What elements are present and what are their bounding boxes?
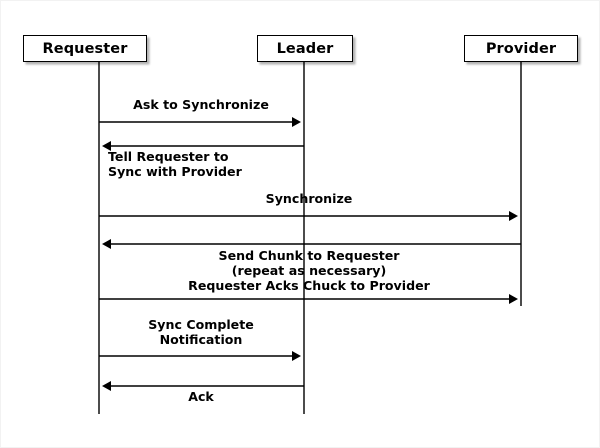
arrowhead-3 (509, 211, 518, 221)
arrowhead-4 (102, 239, 111, 249)
message-label-line: Synchronize (265, 191, 353, 206)
lifelines-layer (98, 62, 522, 414)
participant-label-requester: Requester (42, 40, 128, 57)
message-label-line: Sync Complete (148, 317, 254, 332)
message-label-line: Ack (188, 389, 214, 404)
message-arrow-6[interactable] (99, 351, 301, 361)
arrows-layer (99, 117, 521, 391)
arrowhead-2 (102, 141, 111, 151)
message-label-line: (repeat as necessary) (231, 262, 387, 278)
message-arrow-3[interactable] (99, 211, 518, 221)
message-label-line: Send Chunk to Requester (218, 248, 400, 263)
message-label-7: Ack (188, 389, 214, 405)
message-label-5: Requester Acks Chuck to Provider (188, 278, 430, 294)
arrowhead-1 (292, 117, 301, 127)
arrowhead-5 (509, 294, 518, 304)
arrowhead-6 (292, 351, 301, 361)
arrowhead-7 (102, 381, 111, 391)
message-label-4: Send Chunk to Requester(repeat as necess… (218, 248, 400, 278)
participant-box-requester[interactable]: Requester (23, 35, 147, 62)
message-label-line: Notification (159, 331, 243, 347)
participant-label-provider: Provider (485, 40, 557, 57)
message-arrow-4[interactable] (102, 239, 521, 249)
message-arrow-7[interactable] (102, 381, 304, 391)
participant-label-leader: Leader (276, 40, 334, 57)
message-label-3: Synchronize (265, 191, 353, 207)
participant-box-leader[interactable]: Leader (257, 35, 353, 62)
participant-box-provider[interactable]: Provider (464, 35, 578, 62)
message-arrow-2[interactable] (102, 141, 304, 151)
message-label-line: Requester Acks Chuck to Provider (188, 278, 430, 293)
message-label-1: Ask to Synchronize (133, 97, 269, 113)
message-label-line: Sync with Provider (108, 163, 242, 179)
message-arrow-5[interactable] (99, 294, 518, 304)
message-arrow-1[interactable] (99, 117, 301, 127)
message-label-line: Tell Requester to (108, 149, 229, 164)
message-label-line: Ask to Synchronize (133, 97, 269, 112)
